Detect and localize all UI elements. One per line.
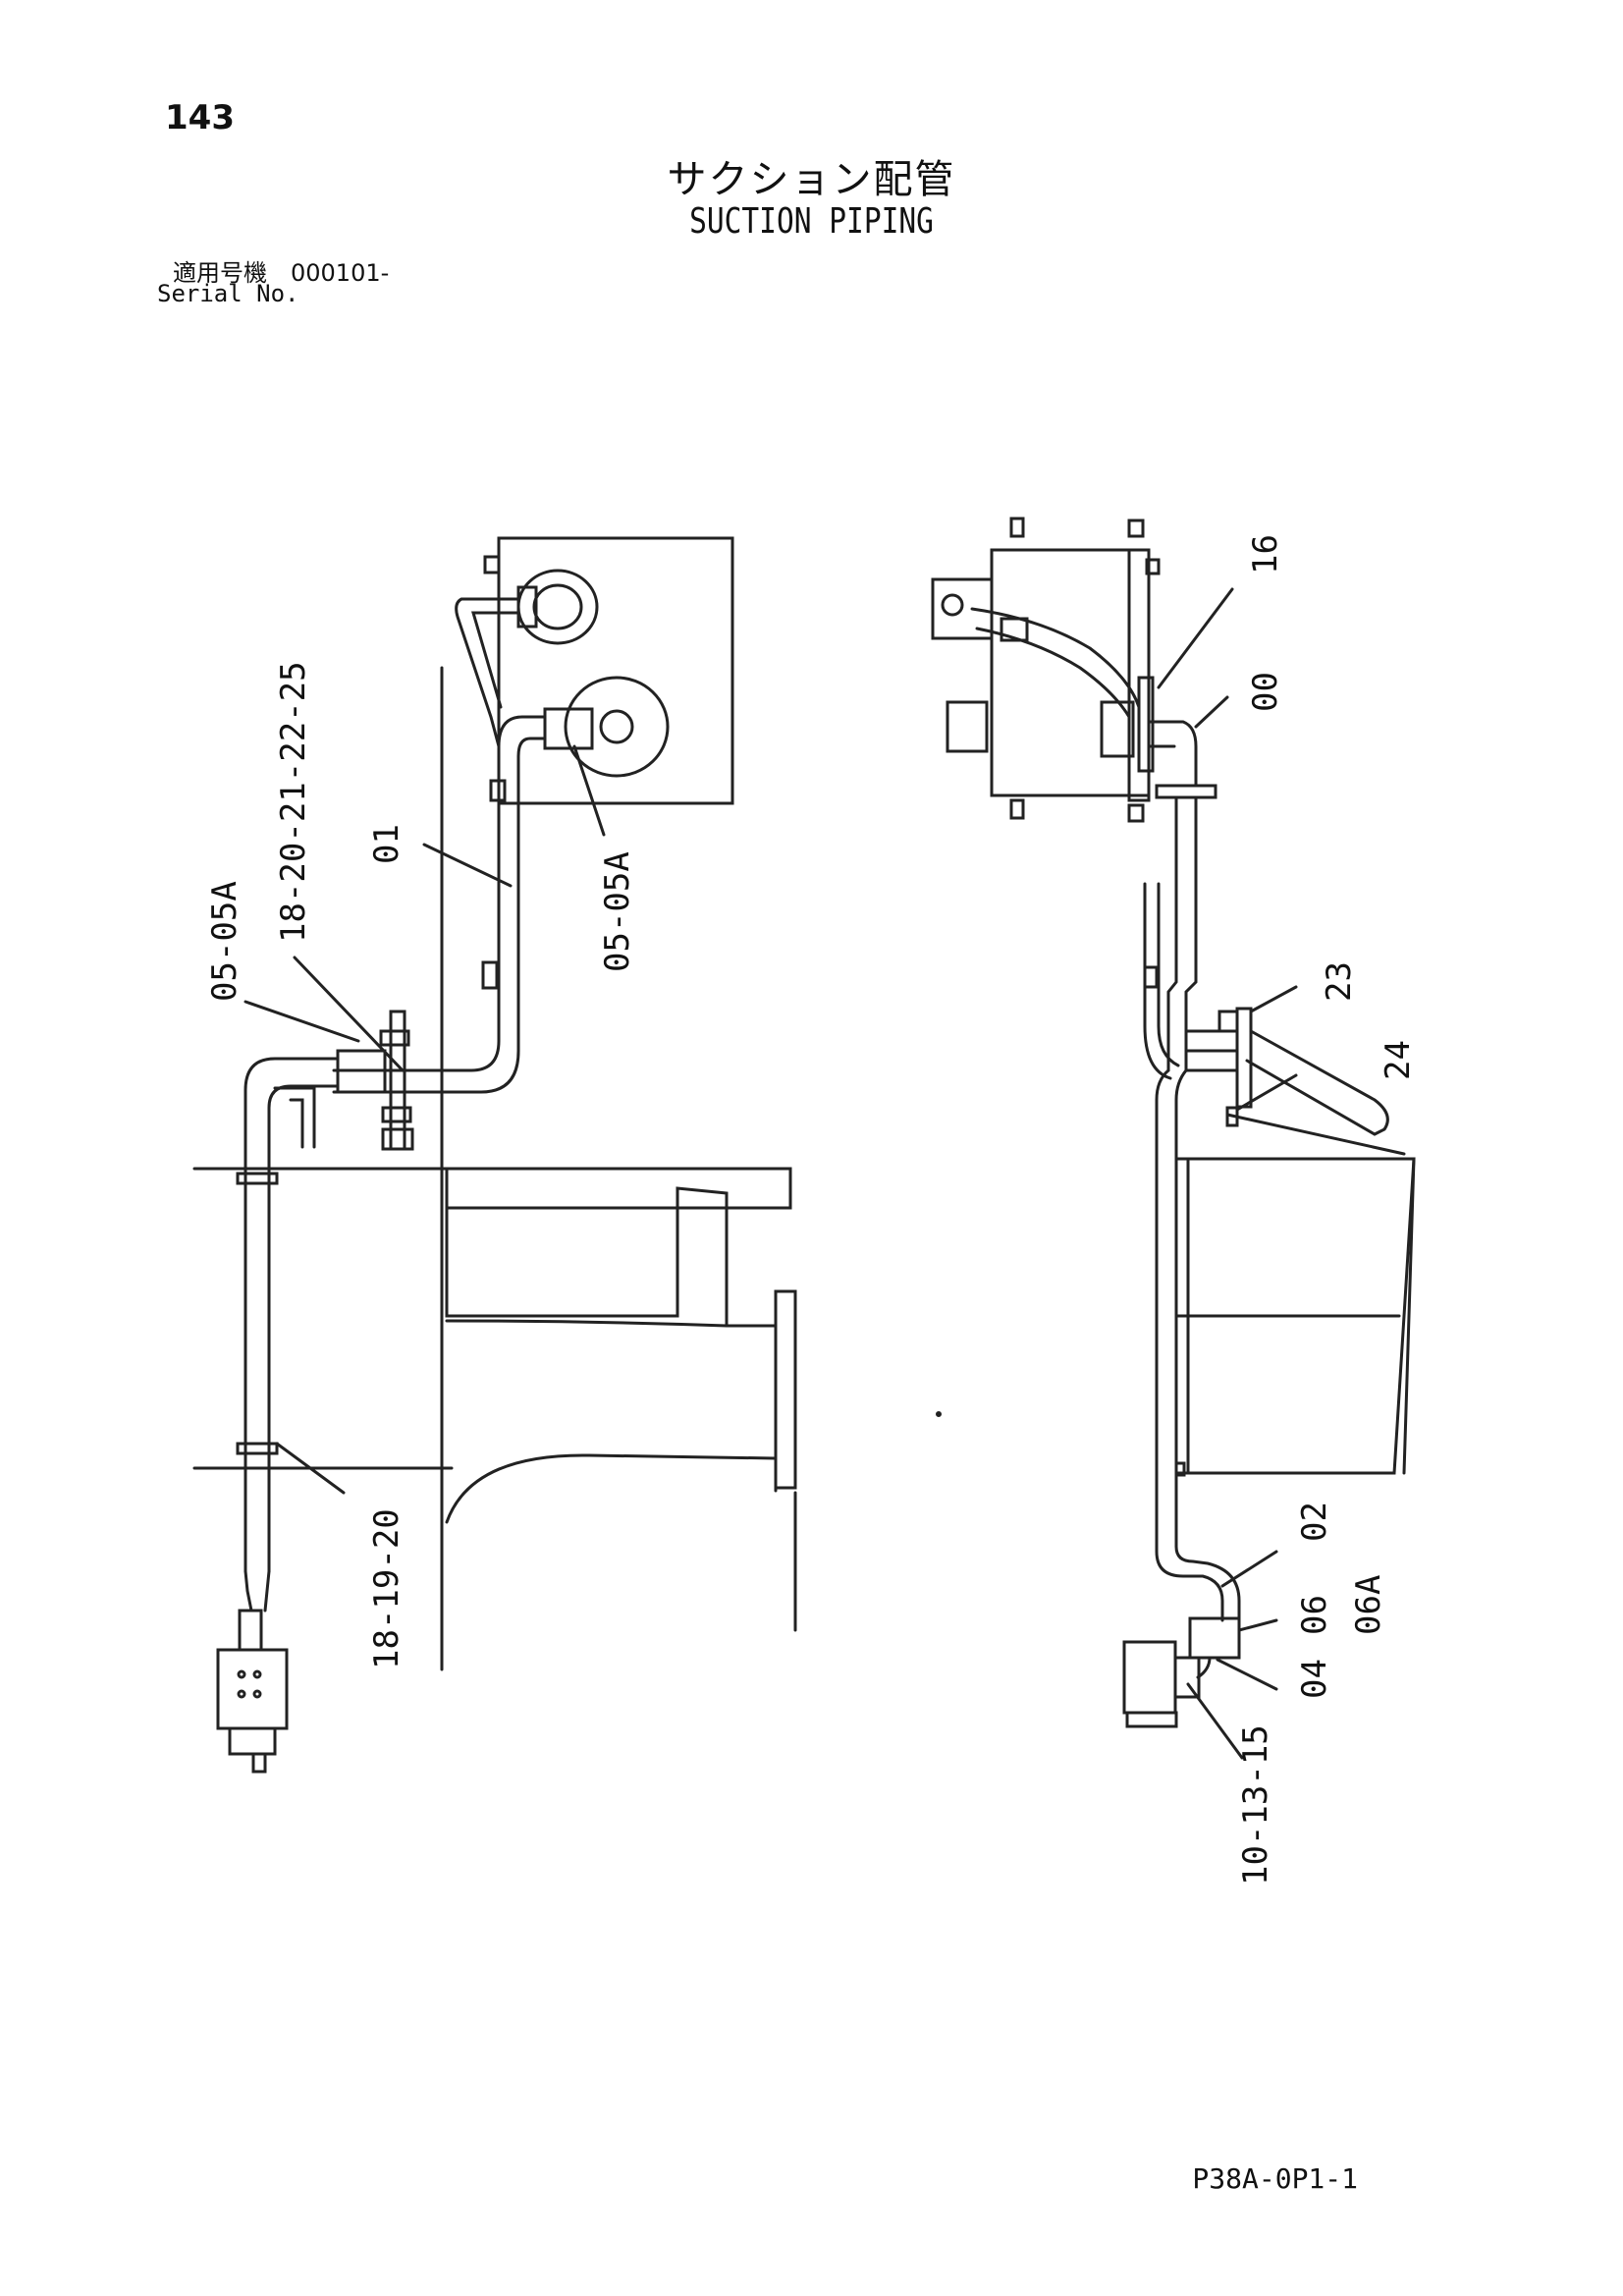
callout-02: 02 [1295, 1502, 1334, 1542]
tank-upper-port [516, 569, 599, 645]
callout-23: 23 [1320, 961, 1359, 1002]
callout-05-05A-right: 05-05A [598, 851, 637, 972]
pump-left [216, 1648, 289, 1730]
frame-top [445, 1167, 792, 1210]
strainer-box [1174, 1157, 1416, 1475]
coupling-05-upper [543, 707, 594, 750]
pipe-02-left [243, 1057, 340, 1573]
tank-right [990, 548, 1151, 797]
callout-16: 16 [1246, 534, 1285, 574]
tank-left [497, 536, 734, 805]
callout-04: 04 [1295, 1659, 1334, 1699]
serial-label-english: Serial No. [157, 280, 299, 307]
callout-01: 01 [367, 824, 406, 864]
tank-side-port [931, 577, 994, 640]
flange-23 [1235, 1007, 1253, 1109]
serial-label-japanese: 適用号機 000101- [173, 259, 390, 287]
callout-06: 06 [1295, 1595, 1334, 1635]
callout-18-20-21-22-25: 18-20-21-22-25 [274, 661, 313, 943]
callout-00: 00 [1246, 672, 1285, 712]
drawing-code: P38A-0P1-1 [1192, 2162, 1358, 2195]
callout-06A: 06A [1349, 1575, 1388, 1635]
callout-18-19-20: 18-19-20 [367, 1508, 406, 1669]
left-view [192, 536, 797, 1774]
title-english: SUCTION PIPING [689, 201, 934, 242]
callout-24: 24 [1379, 1040, 1418, 1080]
pipe-01 [332, 715, 547, 1072]
title-japanese: サクション配管 [667, 157, 956, 202]
callout-05-05A-left: 05-05A [205, 881, 244, 1002]
callout-10-13-15: 10-13-15 [1236, 1724, 1275, 1886]
page-number: 143 [165, 98, 235, 137]
pump-right [1122, 1640, 1177, 1715]
coupling-06 [1188, 1616, 1241, 1660]
tank-suction-port [564, 676, 670, 778]
tank-left-tab [483, 555, 501, 574]
coupling-05-lower [336, 1049, 387, 1094]
right-view [931, 517, 1416, 1760]
